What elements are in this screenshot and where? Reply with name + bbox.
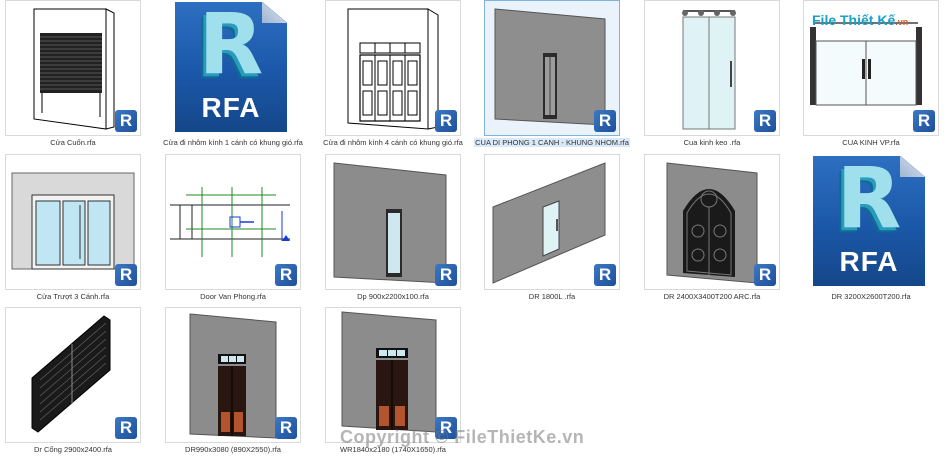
file-name: Dp 900x2200x100.rfa: [357, 292, 429, 301]
file-thumbnail[interactable]: R: [803, 0, 939, 136]
revit-badge-icon: R: [594, 110, 616, 132]
file-thumbnail[interactable]: R: [5, 0, 141, 136]
office-glass-door-icon: [810, 22, 922, 106]
file-name: DR 3200X2600T200.rfa: [831, 292, 911, 301]
revit-badge-icon: R: [435, 110, 457, 132]
file-thumbnail[interactable]: R: [5, 154, 141, 290]
file-tile[interactable]: R DR990x3080 (890X2550).rfa: [165, 307, 325, 459]
file-thumbnail[interactable]: R: [484, 154, 620, 290]
logo-suffix: .vn: [895, 17, 909, 27]
file-thumbnail[interactable]: R: [325, 0, 461, 136]
file-tile[interactable]: R DR 2400X3400T200 ARC.rfa: [644, 154, 804, 306]
logo-text: File Thiết Kế: [812, 12, 896, 28]
file-tile[interactable]: R Cửa Cuốn.rfa: [5, 0, 165, 152]
revit-badge-icon: R: [594, 264, 616, 286]
file-tile[interactable]: R Cửa đi nhôm kính 4 cánh có khung gió.r…: [323, 0, 485, 152]
file-thumbnail[interactable]: R: [484, 0, 620, 136]
file-tile[interactable]: R CUA DI PHONG 1 CANH - KHUNG NHOM.rfa: [474, 0, 644, 152]
revit-badge-icon: R: [115, 264, 137, 286]
file-thumbnail[interactable]: R RFA: [165, 0, 299, 134]
file-thumbnail[interactable]: R: [5, 307, 141, 443]
single-door-wall-icon: [494, 8, 606, 126]
revit-badge-icon: R: [115, 417, 137, 439]
file-thumbnail[interactable]: R RFA: [803, 154, 937, 288]
revit-badge-icon: R: [754, 110, 776, 132]
file-thumbnail[interactable]: R: [325, 154, 461, 290]
revit-badge-icon: R: [275, 417, 297, 439]
file-name: Cửa Trượt 3 Cánh.rfa: [36, 292, 110, 301]
three-panel-sliding-door-icon: [11, 172, 135, 270]
double-wooden-door-wall-icon: [341, 311, 437, 433]
file-tile[interactable]: R DR 1800L .rfa: [484, 154, 644, 306]
file-name: Cửa Cuốn.rfa: [50, 138, 96, 147]
file-name: DR 1800L .rfa: [528, 292, 576, 301]
file-tile[interactable]: R Door Van Phong.rfa: [165, 154, 325, 306]
copyright-watermark: Copyright © FileThietKe.vn: [340, 427, 585, 447]
file-tile[interactable]: R Cửa Trượt 3 Cánh.rfa: [5, 154, 165, 306]
file-tile[interactable]: R WR1840x2180 (1740X1650).rfa: [325, 307, 485, 459]
file-name: CUA KINH VP.rfa: [842, 138, 900, 147]
file-tile[interactable]: R Dr Cổng 2900x2400.rfa: [5, 307, 165, 459]
file-name: Cửa đi nhôm kính 1 cánh có khung gió.rfa: [163, 138, 303, 147]
file-name: Dr Cổng 2900x2400.rfa: [34, 445, 112, 454]
glass-door-wall-icon: [333, 162, 447, 284]
revit-badge-icon: R: [754, 264, 776, 286]
revit-badge-icon: R: [435, 417, 457, 439]
file-tile[interactable]: R Dp 900x2200x100.rfa: [325, 154, 485, 306]
file-name: DR 2400X3400T200 ARC.rfa: [663, 292, 761, 301]
revit-badge-icon: R: [275, 264, 297, 286]
file-tile[interactable]: R RFA DR 3200X2600T200.rfa: [803, 154, 950, 306]
arched-door-icon: [666, 162, 758, 284]
file-name: WR1840x2180 (1740X1650).rfa: [340, 445, 446, 454]
file-name: Door Van Phong.rfa: [200, 292, 266, 301]
site-logo: File Thiết Kế.vn: [812, 12, 908, 28]
four-panel-door-icon: [347, 8, 439, 130]
revit-badge-icon: R: [913, 110, 935, 132]
rolling-door-icon: [33, 8, 115, 130]
revit-badge-icon: R: [115, 110, 137, 132]
file-name: DR990x3080 (890X2550).rfa: [185, 445, 281, 454]
file-thumbnail[interactable]: R: [325, 307, 461, 443]
file-thumbnail[interactable]: R: [644, 154, 780, 290]
sliding-glass-door-icon: [682, 10, 736, 130]
file-name: Cua kinh keo .rfa: [683, 138, 741, 147]
file-thumbnail[interactable]: R: [165, 154, 301, 290]
file-thumbnail[interactable]: R: [165, 307, 301, 443]
file-tile[interactable]: R CUA KINH VP.rfa: [803, 0, 950, 152]
file-name: CUA DI PHONG 1 CANH - KHUNG NHOM.rfa: [474, 138, 630, 147]
file-tile[interactable]: R Cua kinh keo .rfa: [644, 0, 804, 152]
file-thumbnail[interactable]: R: [644, 0, 780, 136]
door-plan-view-icon: [170, 187, 290, 257]
file-name: Cửa đi nhôm kính 4 cánh có khung gió.rfa: [323, 138, 463, 147]
door-angled-wall-icon: [492, 162, 606, 284]
revit-badge-icon: R: [435, 264, 457, 286]
gate-icon: [31, 315, 111, 433]
file-tile[interactable]: R RFA Cửa đi nhôm kính 1 cánh có khung g…: [163, 0, 325, 152]
double-wooden-door-icon: [189, 313, 277, 439]
